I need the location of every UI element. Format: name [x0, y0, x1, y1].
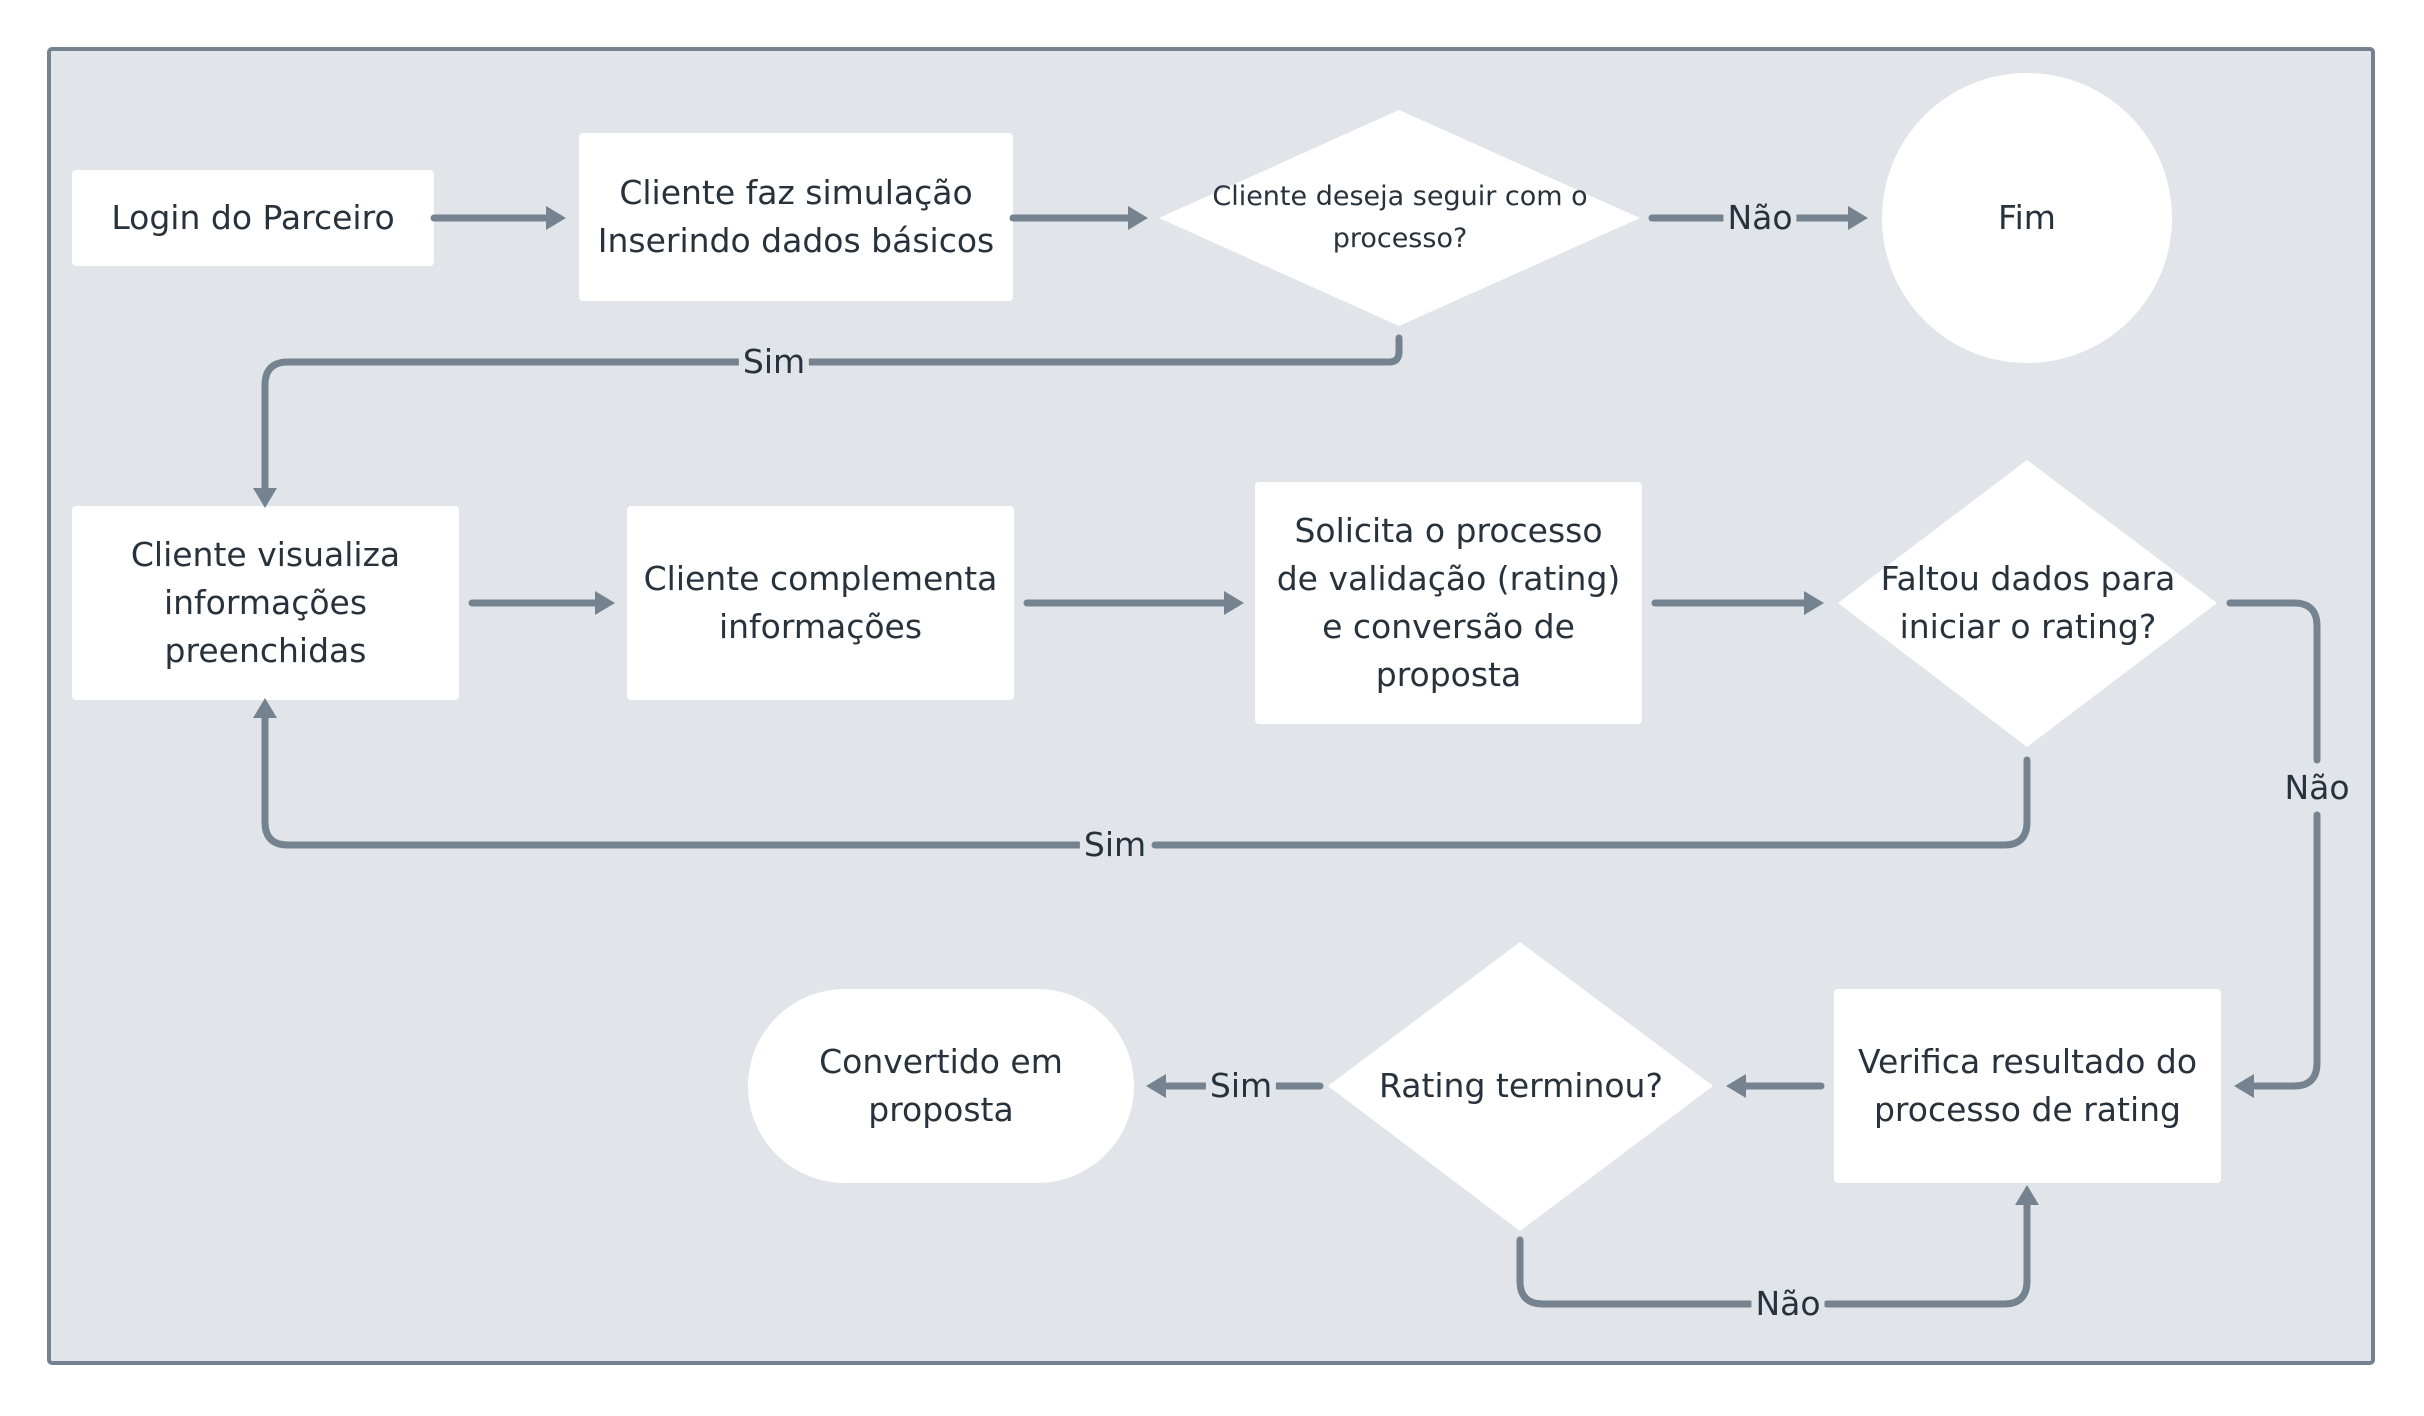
arrowhead-login-simulacao [546, 206, 566, 230]
simulacao-label: Cliente faz simulação Inserindo dados bá… [597, 173, 995, 260]
verifica-box [1834, 989, 2221, 1183]
arrowhead-faltou-verifica [2234, 1074, 2254, 1098]
visualiza-label: Cliente visualiza informações preenchida… [130, 535, 401, 670]
convertido-pill [748, 989, 1134, 1183]
convertido-label: Convertido em proposta [819, 1042, 1063, 1129]
connector-faltou-verifica [2226, 599, 2321, 1090]
decisao-rating-diamond [1328, 942, 1713, 1231]
simulacao-box [579, 133, 1013, 301]
edge-label-seguir-nao: Não [1723, 198, 1797, 238]
decisao-faltou-diamond [1838, 460, 2217, 747]
edge-label-faltou-sim: Sim [1079, 825, 1151, 865]
decisao-faltou-label: Faltou dados para iniciar o rating? [1880, 559, 2176, 646]
arrowhead-decisao-fim [1848, 206, 1868, 230]
edge-label-rating-nao: Não [1751, 1284, 1825, 1324]
arrowhead-verifica-rating [1726, 1074, 1746, 1098]
solicita-box [1255, 482, 1642, 724]
fim-circle [1882, 73, 2172, 363]
arrowhead-complementa-solicita [1224, 591, 1244, 615]
login-box [72, 170, 434, 266]
complementa-box [627, 506, 1014, 700]
arrowhead-solicita-faltou [1804, 591, 1824, 615]
connector-rating-verifica [1516, 1201, 2031, 1308]
edge-label-seguir-sim: Sim [738, 342, 810, 382]
fim-label: Fim [1998, 198, 2056, 237]
decisao-rating-label: Rating terminou? [1379, 1066, 1663, 1105]
decisao-seguir-diamond [1159, 110, 1640, 326]
arrowhead-simulacao-decisao [1128, 206, 1148, 230]
visualiza-box [72, 506, 459, 700]
connector-faltou-visualiza [261, 714, 2031, 849]
connector-decisao-visualiza [261, 334, 1403, 492]
arrowhead-visualiza-complementa [595, 591, 615, 615]
arrowhead-rating-verifica [2015, 1185, 2039, 1205]
edge-label-faltou-nao: Não [2280, 768, 2354, 808]
verifica-label: Verifica resultado do processo de rating [1857, 1042, 2198, 1129]
arrowhead-faltou-visualiza [253, 698, 277, 718]
arrowhead-decisao-visualiza [253, 488, 277, 508]
decisao-seguir-label: Cliente deseja seguir com o processo? [1212, 181, 1588, 254]
solicita-label: Solicita o processo de validação (rating… [1276, 511, 1621, 694]
edge-label-rating-sim: Sim [1205, 1066, 1277, 1106]
complementa-label: Cliente complementa informações [643, 559, 998, 646]
login-label: Login do Parceiro [111, 198, 395, 237]
arrowhead-rating-convertido [1146, 1074, 1166, 1098]
